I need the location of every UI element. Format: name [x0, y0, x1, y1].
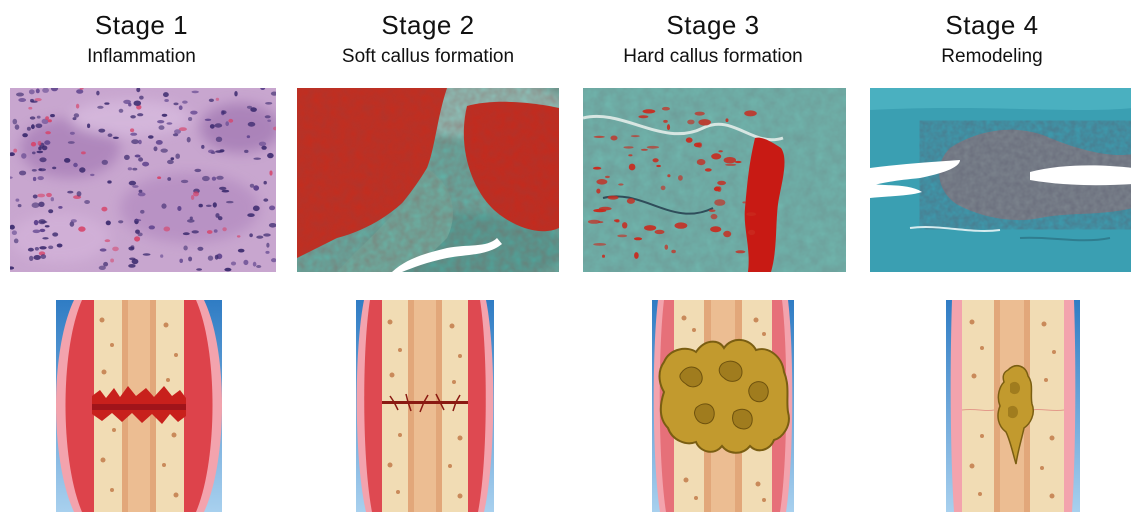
stage-1-histology-image — [10, 88, 276, 272]
stage-3-bone-illustration — [652, 300, 794, 512]
stage-2-title: Stage 2 — [283, 10, 573, 41]
stage-2-subtitle: Soft callus formation — [283, 46, 573, 68]
stage-4-subtitle: Remodeling — [853, 46, 1131, 68]
stage-2-histology-image — [297, 88, 559, 272]
stage-3-histology-image — [583, 88, 846, 272]
stage-1-bone-illustration — [56, 300, 222, 512]
stage-1-subtitle: Inflammation — [0, 46, 283, 68]
stage-4-title: Stage 4 — [853, 10, 1131, 41]
stage-3-subtitle: Hard callus formation — [573, 46, 853, 68]
stage-2-bone-illustration — [356, 300, 494, 512]
stage-4-histology-image — [870, 88, 1131, 272]
stage-3-title: Stage 3 — [573, 10, 853, 41]
stage-1-title: Stage 1 — [0, 10, 283, 41]
stage-4-bone-illustration — [946, 300, 1080, 512]
